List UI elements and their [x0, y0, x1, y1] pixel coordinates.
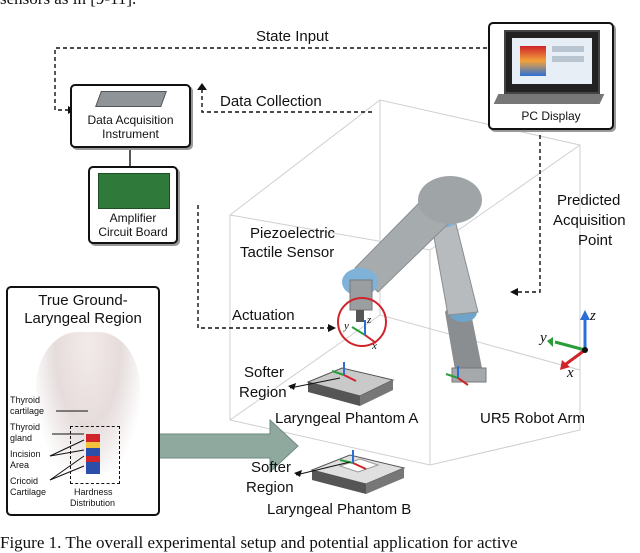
phantom-a-block	[306, 367, 395, 406]
axis-z-label-sensor: z	[367, 314, 372, 326]
screen-plot-image	[512, 38, 592, 84]
label-thyroid-gland-2: gland	[10, 433, 33, 443]
label-incision-area-2: Area	[10, 460, 30, 470]
label-thyroid-cartilage-2: cartilage	[10, 406, 45, 416]
daq-instrument-box: Data Acquisition Instrument	[70, 84, 191, 148]
robot-arm	[342, 176, 487, 383]
hardness-stack	[86, 434, 100, 474]
header-text: sensors as in [9-11].	[0, 0, 136, 9]
figure-caption: Figure 1. The overall experimental setup…	[0, 533, 518, 552]
axes-robot-base	[445, 366, 469, 386]
predicted-label-line1: Predicted	[557, 192, 621, 209]
axes-reference-heads	[547, 310, 590, 370]
actuation-label: Actuation	[232, 307, 295, 324]
axes-phantom-a	[331, 362, 357, 382]
axis-z-label-ref: z	[590, 308, 596, 324]
label-thyroid-cartilage-1: Thyroid	[10, 395, 41, 405]
axis-x-label-sensor: x	[372, 340, 377, 352]
region-pointers	[289, 377, 351, 476]
amplifier-box: Amplifier Circuit Board	[88, 166, 178, 244]
ground-truth-title-line2: Laryngeal Region	[24, 310, 142, 327]
state-input-label: State Input	[256, 28, 329, 45]
predicted-label-line3: Point	[578, 232, 613, 249]
label-hardness-1: Hardness	[74, 487, 113, 497]
axes-sensor	[351, 320, 377, 344]
phantom-a-region-line1: Softer	[244, 364, 285, 381]
axes-reference	[554, 318, 587, 366]
ground-truth-panel: True Ground- Laryngeal Region Thyroid ca…	[6, 286, 160, 516]
circuit-board-image	[98, 173, 170, 209]
laptop-keyboard	[493, 94, 605, 104]
pc-display-box: PC Display	[488, 22, 614, 130]
sensor-label-line2: Tactile Sensor	[240, 244, 335, 261]
axes-phantom-b	[339, 450, 367, 470]
sensor-label-line1: Piezoelectric	[250, 225, 336, 242]
label-cricoid-cartilage-2: Cartilage	[10, 487, 47, 497]
ground-truth-title-line1: True Ground-	[38, 292, 128, 309]
axis-y-label-sensor: y	[344, 320, 349, 332]
label-thyroid-gland-1: Thyroid	[10, 422, 41, 432]
amp-label-line2: Circuit Board	[98, 225, 168, 239]
phantom-a-label: Laryngeal Phantom A	[275, 410, 419, 427]
axis-y-label-ref: y	[540, 330, 547, 346]
connectors	[54, 47, 541, 329]
phantom-a-region-line2: Region	[239, 384, 287, 401]
pc-label: PC Display	[521, 109, 581, 123]
axis-x-label-ref: x	[567, 365, 574, 381]
phantom-b-region-line1: Softer	[251, 459, 292, 476]
label-hardness-2: Distribution	[70, 498, 116, 508]
laptop-screen	[504, 30, 600, 94]
daq-label-line1: Data Acquisition	[87, 113, 174, 127]
daq-label-line2: Instrument	[102, 127, 159, 141]
amp-label-line1: Amplifier	[109, 211, 157, 225]
robot-arm-label: UR5 Robot Arm	[480, 410, 586, 427]
phantom-b-label: Laryngeal Phantom B	[267, 501, 412, 518]
daq-device-image	[95, 91, 167, 107]
predicted-label-line2: Acquisition	[553, 212, 626, 229]
label-cricoid-cartilage-1: Cricoid	[10, 476, 39, 486]
phantom-b-block	[310, 454, 406, 494]
data-collection-label: Data Collection	[220, 93, 322, 110]
phantom-b-region-line2: Region	[246, 479, 294, 496]
sensor-highlight	[337, 297, 387, 347]
label-incision-area-1: Incision	[10, 449, 41, 459]
